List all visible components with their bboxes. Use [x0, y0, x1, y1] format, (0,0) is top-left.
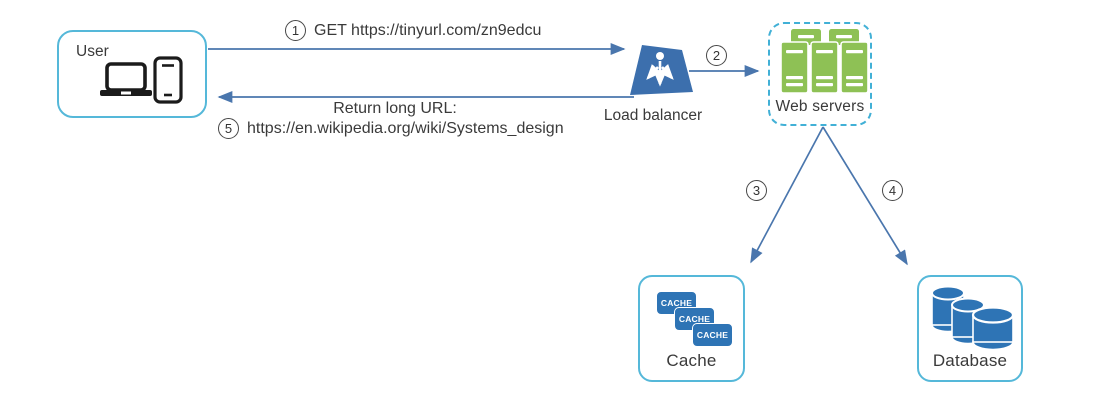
web-servers-node: Web servers: [768, 22, 872, 126]
cache-chip-label: CACHE: [678, 314, 711, 324]
cache-node: CACHE CACHE CACHE Cache: [638, 275, 745, 382]
user-node-label: User: [76, 43, 109, 60]
laptop-icon: [100, 62, 152, 96]
step5-text: https://en.wikipedia.org/wiki/Systems_de…: [247, 119, 564, 137]
step4-number-badge: 4: [882, 180, 903, 201]
arrow-step3-webservers-to-cache: [750, 126, 824, 264]
server-rack-icon: [781, 29, 869, 93]
step1-number-badge: 1: [285, 20, 306, 41]
database-label: Database: [932, 351, 1008, 370]
cache-chip-label: CACHE: [660, 298, 693, 308]
step3-number-badge: 3: [746, 180, 767, 201]
cache-chip: CACHE: [692, 323, 733, 347]
cache-chip-label: CACHE: [696, 330, 729, 340]
cache-label: Cache: [666, 351, 717, 370]
load-balancer-label: Load balancer: [603, 107, 703, 124]
step2-number-badge: 2: [706, 45, 727, 66]
user-node: User: [57, 30, 207, 118]
step1-text: GET https://tinyurl.com/zn9edcu: [314, 21, 542, 39]
step5-title: Return long URL:: [333, 100, 457, 117]
smartphone-icon: [153, 56, 183, 104]
step1-label: 1 GET https://tinyurl.com/zn9edcu: [285, 20, 541, 41]
database-cylinders-icon: [931, 285, 1015, 351]
arrow-step4-webservers-to-database: [822, 126, 908, 266]
step5-label: 5 https://en.wikipedia.org/wiki/Systems_…: [218, 118, 564, 139]
step5-number-badge: 5: [218, 118, 239, 139]
load-balancer-icon: [630, 45, 693, 95]
database-node: Database: [917, 275, 1023, 382]
web-servers-label: Web servers: [775, 98, 865, 115]
